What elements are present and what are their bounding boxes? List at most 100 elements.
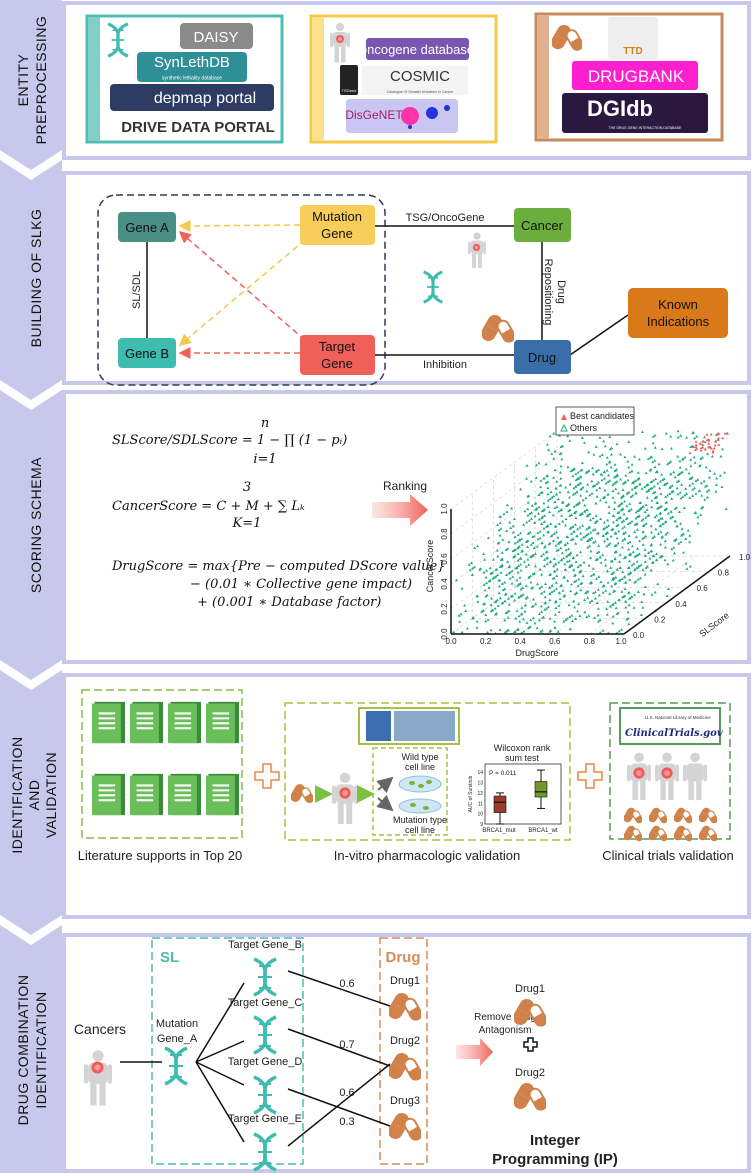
point-others — [581, 498, 585, 502]
edge-weight: 0.6 — [339, 1087, 354, 1099]
point-others — [566, 465, 570, 469]
point-others — [608, 435, 612, 438]
point-others — [705, 484, 709, 487]
y-tick-label: 0.6 — [440, 553, 449, 565]
point-others — [534, 476, 538, 479]
point-others — [606, 480, 610, 483]
point-others — [583, 509, 587, 513]
point-others — [542, 520, 546, 524]
point-others — [625, 617, 629, 621]
formula-sl-score: SLScore/SDLScore = 1 − ∏ (1 − pᵢ) — [112, 433, 347, 448]
point-others — [602, 520, 606, 524]
point-others — [591, 472, 595, 476]
svg-text:Drug2: Drug2 — [515, 1067, 545, 1079]
point-others — [493, 600, 497, 604]
point-others — [551, 539, 555, 542]
point-others — [523, 509, 527, 513]
point-others — [588, 544, 592, 548]
point-others — [639, 563, 643, 567]
point-others — [645, 496, 649, 499]
point-others — [653, 465, 657, 469]
point-others — [548, 573, 552, 576]
point-others — [667, 461, 671, 464]
point-others — [507, 565, 511, 569]
point-others — [542, 507, 546, 511]
point-others — [656, 481, 660, 485]
point-others — [653, 515, 657, 519]
point-others — [542, 501, 546, 505]
grid-line — [520, 555, 627, 635]
point-others — [552, 476, 556, 479]
point-others — [489, 603, 493, 607]
point-others — [641, 537, 645, 540]
point-others — [454, 578, 458, 582]
point-others — [539, 479, 543, 482]
point-others — [574, 516, 578, 520]
oncogene-database-logo: oncogene database — [360, 42, 474, 57]
point-others — [676, 454, 680, 458]
point-others — [460, 630, 464, 634]
point-others — [643, 548, 647, 551]
point-others — [619, 628, 623, 631]
point-others — [516, 584, 520, 587]
point-others — [661, 478, 665, 482]
point-others — [644, 522, 648, 525]
point-others — [562, 619, 566, 623]
point-others — [515, 578, 519, 582]
point-others — [517, 545, 521, 548]
point-others — [677, 510, 681, 514]
point-others — [549, 490, 553, 493]
point-others — [605, 468, 609, 472]
point-others — [591, 573, 595, 576]
point-others — [625, 491, 629, 495]
drug-label: Drug1 — [390, 975, 420, 987]
point-others — [495, 548, 499, 552]
point-best-candidate — [701, 439, 705, 443]
point-others — [645, 508, 649, 511]
target-drug-edge — [287, 1063, 391, 1147]
point-others — [515, 628, 519, 632]
point-others — [573, 605, 577, 609]
point-others — [622, 532, 626, 535]
point-others — [567, 559, 571, 562]
point-others — [679, 496, 683, 500]
point-others — [546, 498, 550, 502]
svg-text:cell line: cell line — [405, 762, 435, 772]
point-others — [552, 457, 556, 460]
point-others — [653, 446, 657, 449]
point-others — [567, 603, 571, 607]
point-others — [506, 597, 510, 600]
point-others — [652, 554, 656, 557]
section-label-building-slkg: BUILDING OF SLKG — [28, 209, 44, 348]
point-others — [563, 593, 567, 597]
point-others — [537, 517, 541, 521]
point-others — [507, 571, 511, 575]
svg-text:Repositioning: Repositioning — [542, 259, 554, 326]
svg-text:PREPROCESSING: PREPROCESSING — [33, 16, 49, 145]
point-others — [679, 434, 683, 437]
point-others — [654, 496, 658, 499]
point-others — [689, 458, 693, 461]
point-others — [512, 517, 516, 520]
svg-text:AUC of Sunitinib: AUC of Sunitinib — [468, 775, 474, 812]
drive-logo: DRIVE DATA PORTAL — [121, 119, 275, 136]
point-others — [584, 591, 588, 594]
point-others — [539, 554, 543, 557]
point-others — [513, 598, 517, 602]
point-others — [690, 444, 694, 448]
point-others — [692, 486, 696, 490]
point-others — [580, 436, 584, 439]
svg-text:i=1: i=1 — [253, 452, 276, 467]
point-others — [528, 574, 532, 578]
point-best-candidate — [726, 432, 730, 435]
point-others — [650, 499, 654, 502]
point-others — [688, 540, 692, 544]
point-others — [713, 472, 717, 475]
point-others — [623, 575, 627, 578]
point-others — [457, 614, 461, 617]
point-others — [553, 449, 557, 453]
point-others — [507, 609, 511, 612]
y-tick-label: 0.0 — [440, 628, 449, 640]
svg-text:Mutation: Mutation — [312, 209, 362, 224]
point-others — [552, 564, 556, 568]
